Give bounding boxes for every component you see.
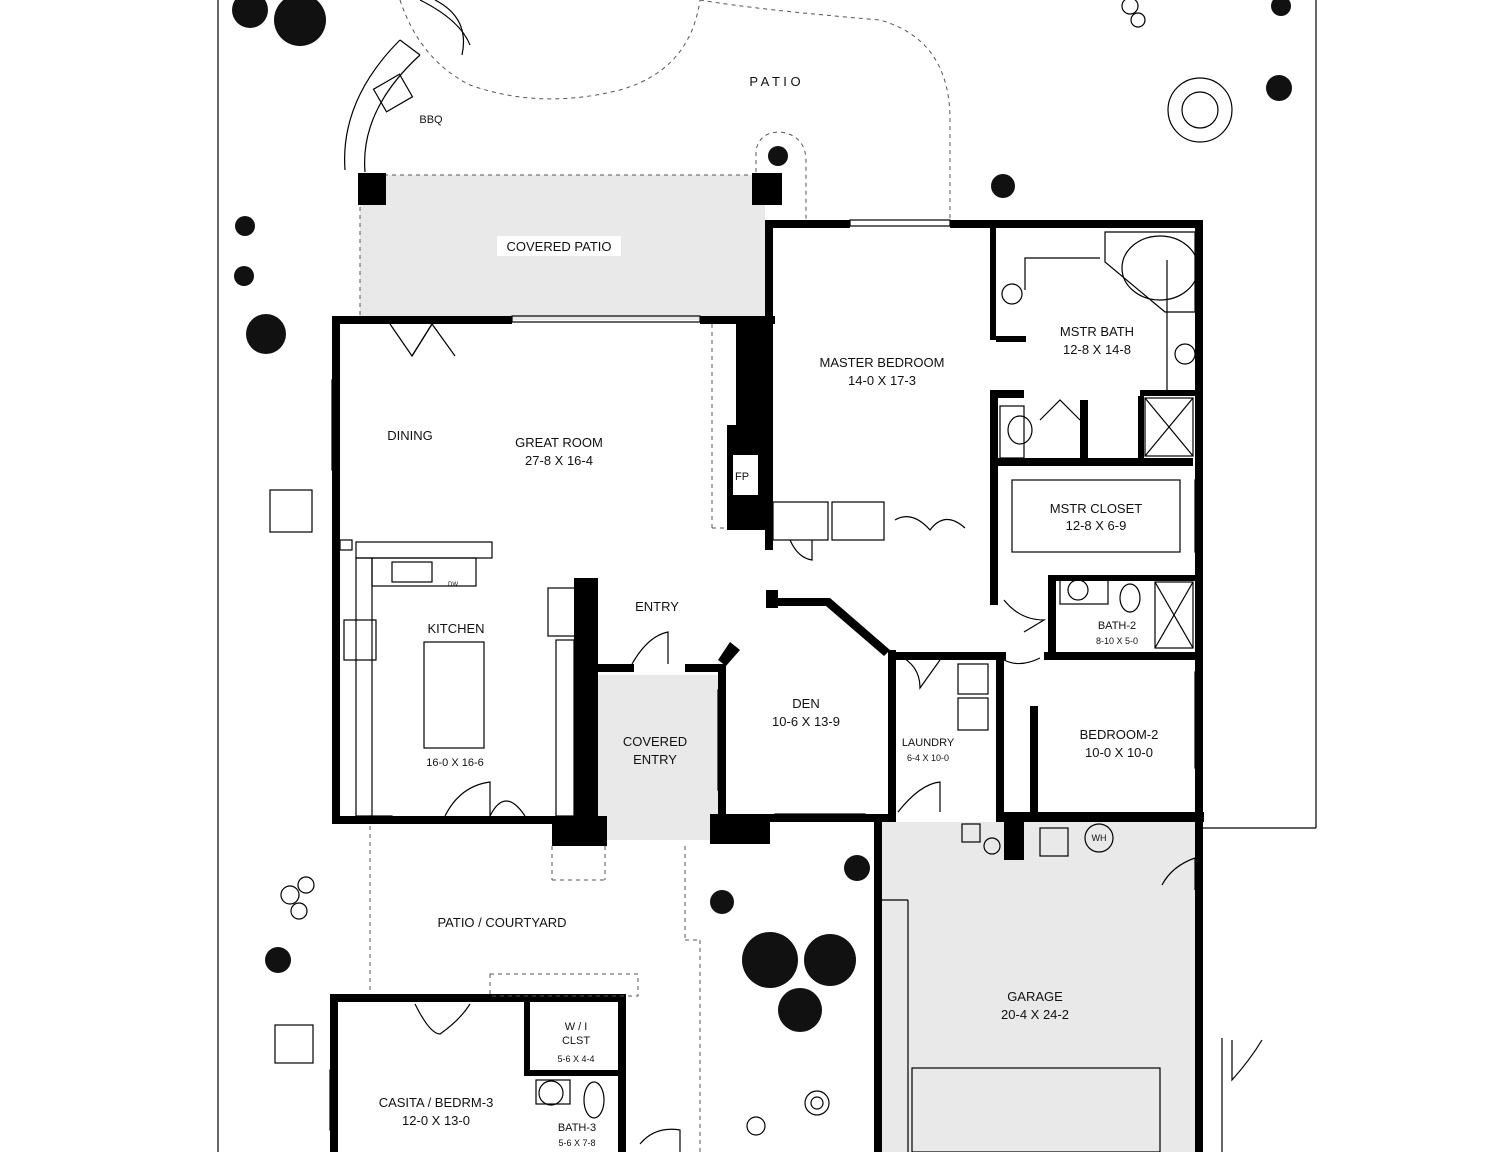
bbq-counter	[344, 0, 471, 173]
label-dining: DINING	[387, 428, 433, 443]
label-mstr-closet-size: 12-8 X 6-9	[1066, 518, 1127, 533]
patio-outline	[399, 0, 951, 222]
landscape-plants	[232, 0, 1292, 1136]
label-covered-patio: COVERED PATIO	[507, 239, 612, 254]
site-pad	[269, 489, 313, 533]
label-kitchen: KITCHEN	[427, 621, 484, 636]
label-patio: P A T I O	[749, 74, 800, 89]
label-bath2: BATH-2	[1098, 620, 1136, 632]
label-fp: FP	[735, 471, 749, 483]
label-casita-size: 12-0 X 13-0	[402, 1113, 470, 1128]
label-den: DEN	[792, 696, 819, 711]
label-bbq: BBQ	[419, 114, 443, 126]
label-laundry-size: 6-4 X 10-0	[907, 753, 949, 763]
label-master-bedroom-size: 14-0 X 17-3	[848, 373, 916, 388]
label-mstr-bath-size: 12-8 X 14-8	[1063, 342, 1131, 357]
label-bedroom2-size: 10-0 X 10-0	[1085, 745, 1153, 760]
windows	[329, 219, 1202, 1131]
door-swings	[389, 322, 1263, 1152]
label-garage: GARAGE	[1007, 989, 1063, 1004]
label-patio-courtyard: PATIO / COURTYARD	[437, 915, 566, 930]
covered-entry-area	[598, 675, 718, 840]
label-great-room-size: 27-8 X 16-4	[525, 453, 593, 468]
label-covered-entry-1: COVERED	[623, 734, 687, 749]
label-mstr-closet: MSTR CLOSET	[1050, 501, 1143, 516]
room-labels: P A T I O BBQ COVERED PATIO MASTER BEDRO…	[379, 74, 1159, 1148]
label-bedroom2: BEDROOM-2	[1080, 727, 1159, 742]
label-casita: CASITA / BEDRM-3	[379, 1095, 494, 1110]
kitchen-counters	[339, 539, 587, 817]
garage-area	[880, 822, 1195, 1152]
label-kitchen-size: 16-0 X 16-6	[426, 757, 483, 769]
bath-fixtures	[535, 231, 1199, 1119]
label-covered-entry-2: ENTRY	[633, 752, 677, 767]
label-great-room: GREAT ROOM	[515, 435, 603, 450]
label-dw: DW	[448, 582, 458, 588]
label-wi-closet-2: CLST	[562, 1035, 590, 1047]
courtyard-outline	[369, 324, 727, 1152]
label-bath3: BATH-3	[558, 1122, 596, 1134]
walls	[330, 220, 1204, 1152]
label-wi-closet-size: 5-6 X 4-4	[557, 1054, 594, 1064]
label-garage-size: 20-4 X 24-2	[1001, 1007, 1069, 1022]
label-master-bedroom: MASTER BEDROOM	[820, 355, 945, 370]
label-bath3-size: 5-6 X 7-8	[558, 1138, 595, 1148]
label-bath2-size: 8-10 X 5-0	[1096, 636, 1138, 646]
property-lines	[217, 0, 1317, 1152]
site-pad	[274, 1024, 314, 1064]
label-entry: ENTRY	[635, 599, 679, 614]
label-mstr-bath: MSTR BATH	[1060, 324, 1134, 339]
label-wh: WH	[1092, 833, 1107, 843]
label-wi-closet-1: W / I	[565, 1021, 588, 1033]
label-laundry: LAUNDRY	[902, 737, 955, 749]
label-den-size: 10-6 X 13-9	[772, 714, 840, 729]
